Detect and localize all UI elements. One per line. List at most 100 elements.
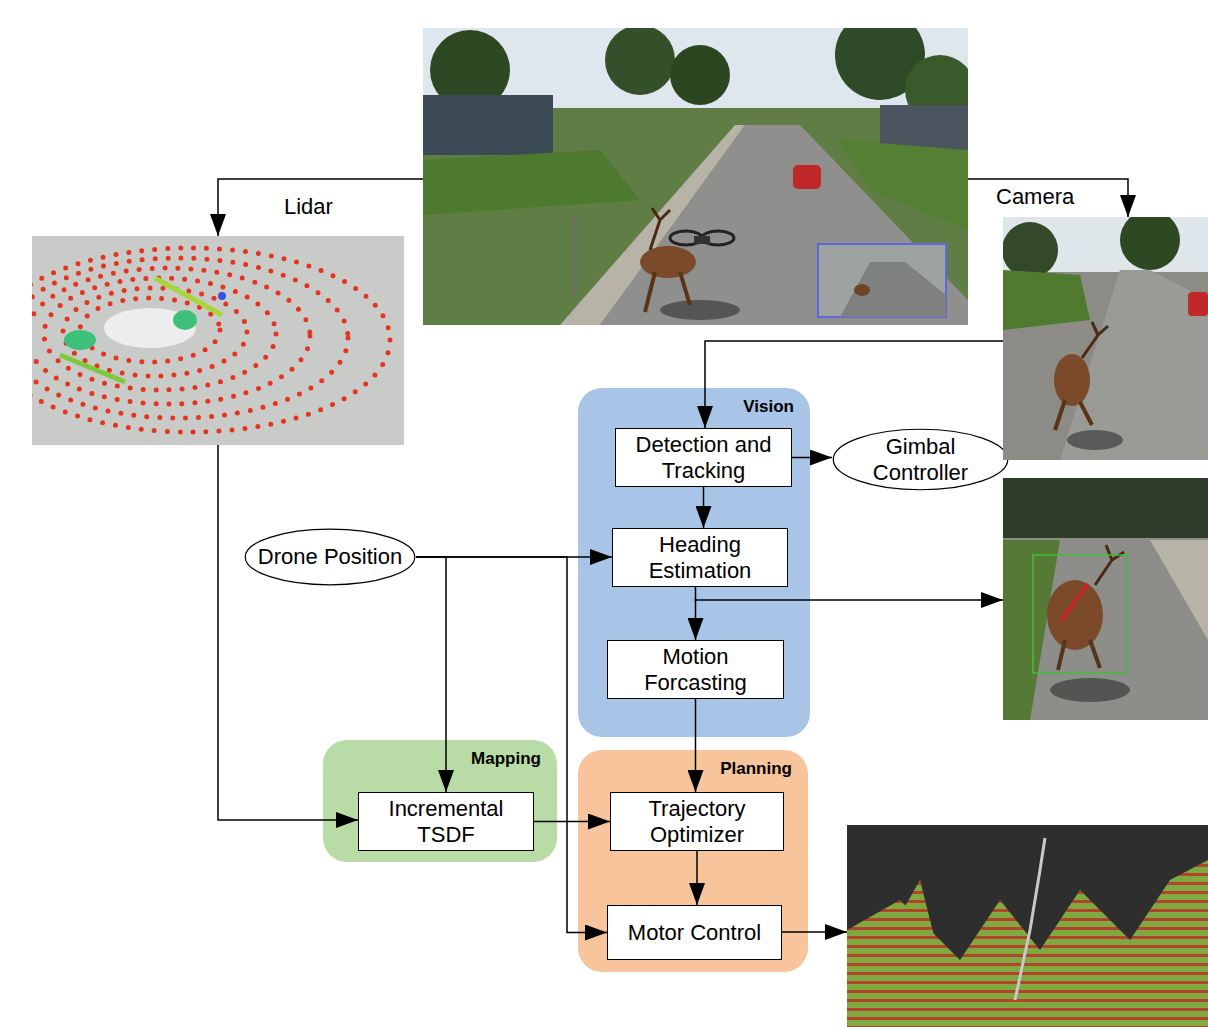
lidar-hole: [104, 308, 196, 348]
heading-ground: [1003, 478, 1208, 720]
antlers: [1095, 545, 1124, 585]
voxel-map: [847, 860, 1208, 1027]
deer: [1054, 354, 1090, 406]
sidewalk: [560, 125, 745, 325]
wires: [218, 179, 1128, 932]
lidar-ring: [63, 288, 247, 376]
simulator-screenshot: [423, 28, 968, 325]
red-car: [1188, 292, 1208, 316]
input-ellipse: Drone Position: [244, 528, 416, 586]
box-label: Detection and Tracking: [622, 432, 785, 483]
lidar-return: [155, 278, 222, 315]
drone-rotor: [670, 231, 702, 245]
heading-image: [1003, 478, 1208, 720]
shadow: [1067, 430, 1123, 450]
drone-rotor: [702, 231, 734, 245]
lawn: [1003, 540, 1060, 720]
antlers: [1082, 322, 1108, 358]
hedge: [840, 140, 968, 230]
hedge: [1003, 270, 1090, 330]
group-band: MappingIncremental TSDF: [323, 740, 557, 862]
hedge: [423, 150, 640, 215]
tree: [835, 28, 925, 100]
camera-image: [1003, 217, 1208, 460]
box-label: Drone Position: [258, 544, 402, 569]
box-label: Trajectory Optimizer: [617, 796, 777, 847]
pole: [574, 215, 577, 297]
box-label: Heading Estimation: [619, 532, 781, 583]
sensor-label: Lidar: [284, 194, 333, 220]
process-box: Motion Forcasting: [607, 640, 784, 699]
group-heading: Planning: [578, 750, 808, 779]
lidar-return: [173, 310, 197, 330]
lidar-ground: [32, 236, 404, 445]
lidar-origin: [218, 292, 226, 300]
sensor-label: Camera: [996, 184, 1074, 210]
trees: [1003, 478, 1208, 538]
lidar-return: [60, 355, 125, 382]
process-box: Incremental TSDF: [358, 792, 534, 851]
lidar-ring: [32, 258, 348, 418]
shadow: [660, 300, 740, 320]
deer-leg: [645, 272, 655, 312]
input-ellipse: Gimbal Controller: [832, 428, 1009, 491]
tree: [1120, 217, 1180, 270]
lidar-pointcloud: [0, 236, 404, 445]
inset-road: [840, 262, 946, 317]
group-band: PlanningTrajectory OptimizerMotor Contro…: [578, 750, 808, 972]
group-band: VisionDetection and TrackingHeading Esti…: [578, 388, 810, 737]
lidar-rings: [32, 248, 390, 432]
box-label: Motion Forcasting: [614, 644, 777, 695]
box-label: Incremental TSDF: [365, 796, 527, 847]
deer-leg: [1055, 400, 1065, 430]
sky: [423, 28, 968, 108]
deer-leg: [1080, 402, 1092, 425]
ellipse-shape: [833, 429, 1008, 489]
group-heading: Vision: [578, 388, 810, 417]
lidar-ring: [44, 278, 276, 390]
deer-leg: [1090, 640, 1100, 668]
deer-leg: [1058, 640, 1065, 670]
tsdf-render: [847, 825, 1208, 1027]
tree: [670, 45, 730, 105]
deer-leg: [680, 272, 690, 305]
lidar-ring: [80, 298, 220, 362]
sky: [1003, 217, 1208, 272]
box-label: Motor Control: [628, 920, 761, 945]
tree: [905, 55, 968, 125]
tree: [430, 30, 510, 110]
sidewalk: [1150, 540, 1208, 640]
heading-vector: [1060, 584, 1088, 622]
render-ground: [847, 825, 1208, 1027]
lidar-ring: [32, 268, 310, 404]
voxel-map: [880, 880, 940, 960]
group-heading: Mapping: [323, 740, 557, 769]
wire: [968, 179, 1128, 217]
drone-body: [694, 236, 710, 244]
ellipse-shape: [245, 529, 415, 585]
deer: [640, 246, 696, 278]
process-box: Detection and Tracking: [615, 428, 792, 487]
wire: [218, 179, 423, 236]
camera-inset: [818, 244, 946, 317]
process-box: Motor Control: [607, 905, 782, 960]
trajectory: [1015, 838, 1045, 1000]
camera-ground: [1003, 217, 1208, 460]
house: [880, 105, 968, 150]
lidar-return: [64, 330, 96, 350]
deer: [1047, 580, 1103, 650]
tree: [1003, 222, 1058, 278]
shadow: [1050, 678, 1130, 702]
red-car: [793, 165, 821, 189]
tree: [605, 28, 675, 95]
house: [423, 95, 553, 155]
inset-deer: [854, 284, 870, 296]
process-box: Heading Estimation: [612, 528, 788, 587]
bounding-box: [1033, 555, 1127, 673]
road: [1060, 270, 1208, 460]
lidar-ring: [32, 248, 390, 432]
process-box: Trajectory Optimizer: [610, 792, 784, 851]
road: [600, 125, 968, 325]
screenshot-ground: [423, 28, 968, 325]
